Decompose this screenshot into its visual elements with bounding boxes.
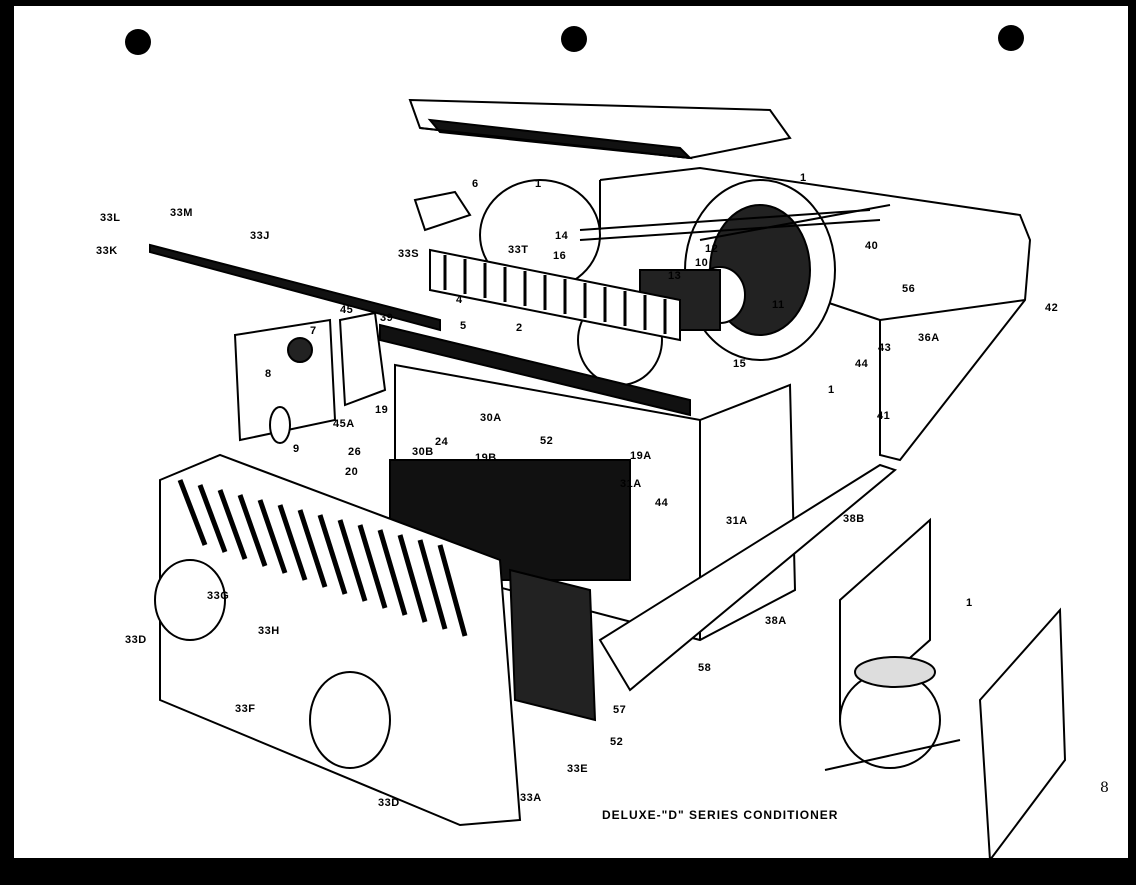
punch-hole-right (998, 25, 1024, 51)
label-19A: 19A (630, 450, 652, 462)
label-44a: 44 (855, 358, 869, 370)
label-33D-a: 33D (125, 634, 147, 646)
label-45: 45 (340, 304, 354, 316)
label-39: 39 (380, 312, 394, 324)
label-31A-b: 31A (726, 515, 748, 527)
label-5: 5 (460, 320, 467, 332)
label-42: 42 (1045, 302, 1059, 314)
label-40: 40 (865, 240, 879, 252)
label-45A: 45A (333, 418, 355, 430)
cabinet-shell (599, 166, 1032, 462)
label-33J: 33J (250, 230, 270, 242)
label-56: 56 (902, 283, 916, 295)
page-number: 8 (1100, 780, 1109, 796)
label-58: 58 (698, 662, 712, 674)
condenser-unit (824, 517, 1067, 863)
filter-panel (508, 568, 597, 722)
top-panel (408, 98, 792, 160)
label-19B: 19B (475, 452, 497, 464)
label-11: 11 (772, 299, 785, 311)
label-57: 57 (613, 704, 627, 716)
label-33G: 33G (207, 590, 230, 602)
label-15: 15 (733, 358, 747, 370)
label-41: 41 (877, 410, 891, 422)
label-33T: 33T (508, 244, 529, 256)
label-33K: 33K (96, 245, 118, 257)
label-1a: 1 (535, 178, 542, 190)
label-33A: 33A (520, 792, 542, 804)
label-4: 4 (456, 294, 463, 306)
label-14: 14 (555, 230, 569, 242)
evaporator-coil (379, 323, 691, 417)
front-rail (149, 243, 441, 332)
label-33H: 33H (258, 625, 280, 637)
label-33L: 33L (100, 212, 121, 224)
label-52b: 52 (610, 736, 624, 748)
control-panel (233, 318, 337, 444)
label-6: 6 (472, 178, 479, 190)
label-8: 8 (265, 368, 272, 380)
label-33M: 33M (170, 207, 193, 219)
bracket (413, 190, 472, 232)
label-38A: 38A (765, 615, 787, 627)
drawing-caption: DELUXE-"D" SERIES CONDITIONER (602, 808, 839, 822)
label-33F: 33F (235, 703, 256, 715)
label-20: 20 (345, 466, 359, 478)
louver-strip (429, 248, 681, 342)
label-1b: 1 (800, 172, 807, 184)
label-16: 16 (553, 250, 567, 262)
label-1c: 1 (828, 384, 835, 396)
label-43: 43 (878, 342, 892, 354)
label-1d: 1 (966, 597, 973, 609)
label-38B: 38B (843, 513, 865, 525)
label-10: 10 (695, 257, 709, 269)
label-26: 26 (348, 446, 362, 458)
label-9: 9 (293, 443, 300, 455)
label-7: 7 (310, 325, 317, 337)
base-pan (598, 463, 898, 692)
label-52a: 52 (540, 435, 554, 447)
label-33S: 33S (398, 248, 420, 260)
label-33E: 33E (567, 763, 589, 775)
label-2: 2 (516, 322, 523, 334)
label-31A-a: 31A (620, 478, 642, 490)
label-12: 12 (705, 243, 719, 255)
label-44b: 44 (655, 497, 669, 509)
punch-hole-left (125, 29, 151, 55)
punch-hole-center (561, 26, 587, 52)
label-30A: 30A (480, 412, 502, 424)
label-24: 24 (435, 436, 449, 448)
label-19a: 19 (375, 404, 389, 416)
label-30B: 30B (412, 446, 434, 458)
panel-45 (338, 311, 387, 407)
front-grille (154, 453, 522, 827)
label-13: 13 (668, 270, 682, 282)
label-36A: 36A (918, 332, 940, 344)
label-33D-b: 33D (378, 797, 400, 809)
